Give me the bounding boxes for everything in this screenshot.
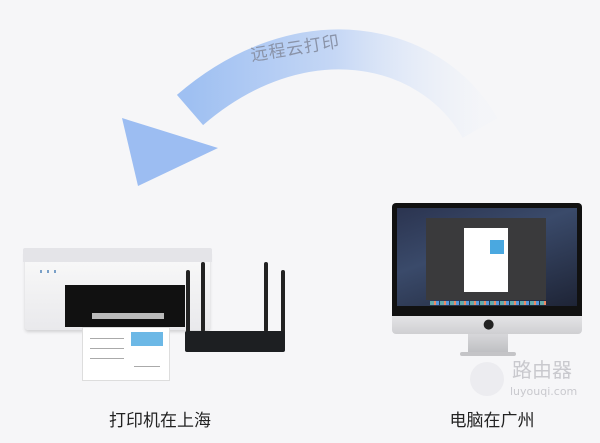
led-icon <box>47 270 49 273</box>
computer-location-label: 电脑在广州 <box>449 411 535 431</box>
document-image <box>490 240 504 254</box>
printer-lid <box>23 248 212 262</box>
apple-logo-icon: ● <box>483 317 495 332</box>
led-icon <box>40 270 42 273</box>
paper-text-line <box>134 366 160 367</box>
imac-chin <box>392 316 582 334</box>
led-icon <box>54 270 56 273</box>
imac-base <box>460 352 516 356</box>
antenna <box>186 270 190 334</box>
paper-text-line <box>90 358 124 359</box>
antenna <box>201 262 205 332</box>
dock <box>430 301 546 305</box>
imac-stand <box>468 334 508 352</box>
arrow-head <box>122 118 218 186</box>
antenna <box>281 270 285 334</box>
paper-text-line <box>90 338 124 339</box>
paper-text-line <box>90 348 124 349</box>
antenna <box>264 262 268 332</box>
watermark-url: luyouqi.com <box>510 385 578 398</box>
watermark-text: 路由器 <box>512 358 572 382</box>
watermark-logo-icon <box>470 362 504 396</box>
arrow-band <box>176 29 498 139</box>
document-page <box>464 228 508 292</box>
router-body <box>185 331 285 352</box>
printer-roller <box>92 313 164 319</box>
paper-image <box>131 332 163 346</box>
printer-location-label: 打印机在上海 <box>109 411 211 431</box>
printer-output-slot <box>65 285 185 327</box>
